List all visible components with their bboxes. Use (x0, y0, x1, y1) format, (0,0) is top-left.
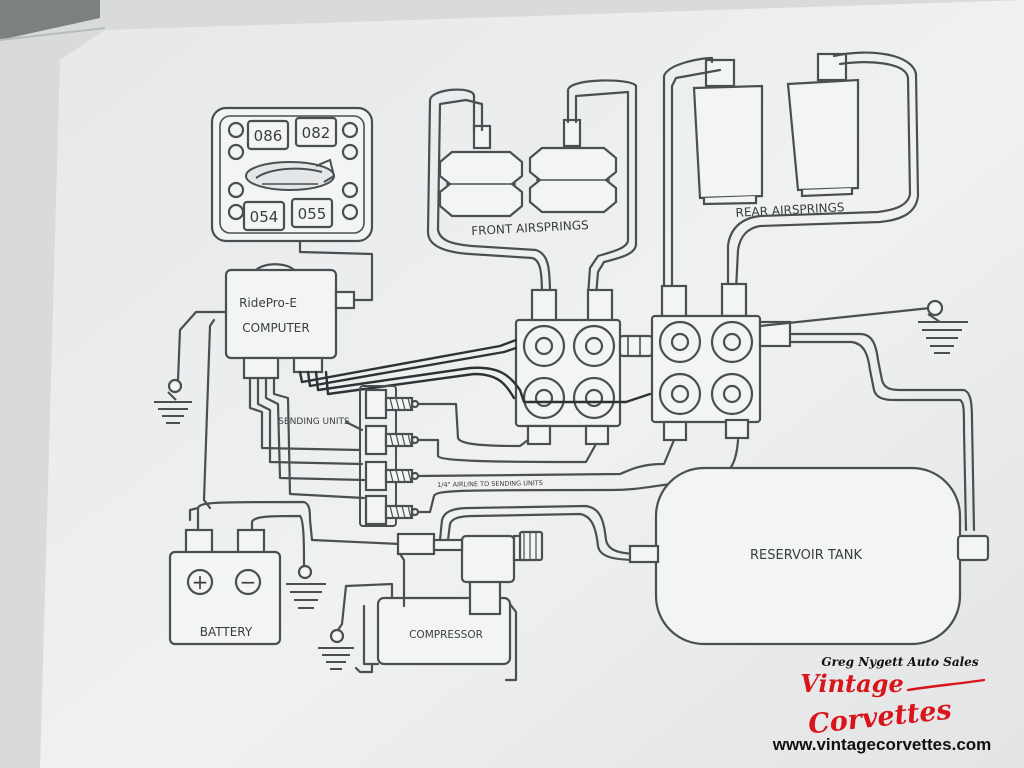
front-airspring-left (438, 124, 524, 218)
reservoir-tank: RESERVOIR TANK (628, 466, 990, 646)
compressor-label: COMPRESSOR (409, 629, 483, 641)
ground-symbol-battery (286, 583, 326, 609)
sending-units-label: SENDING UNITS (278, 417, 350, 427)
gauge-reading-rear-left: 054 (250, 208, 279, 226)
gauge-logo (245, 158, 336, 191)
rear-airspring-left (692, 58, 764, 206)
rear-airspring-right (786, 52, 860, 198)
gauge-reading-front-left: 086 (254, 127, 283, 145)
airline-note-label: 1/4" AIRLINE TO SENDING UNITS (437, 479, 543, 489)
watermark-brand-line1: Vintage (800, 669, 903, 698)
ground-symbol-compressor (318, 647, 354, 670)
manifold-coupler (618, 334, 654, 358)
compressor: COMPRESSOR (354, 530, 544, 682)
ground-symbol-manifold (918, 313, 968, 354)
gauge-reading-front-right: 082 (302, 124, 331, 142)
pressure-gauge-display: 086 082 054 055 (210, 106, 374, 243)
front-airspring-right (528, 118, 618, 214)
valve-manifold-rear (650, 282, 792, 442)
watermark-dealer-name: Greg Nygett Auto Sales (821, 655, 978, 669)
gauge-side-lights-right (341, 121, 359, 221)
ridepro-e-computer: RidePro-E COMPUTER (224, 263, 356, 380)
battery-plus-terminal: + (192, 570, 209, 594)
reservoir-tank-label: RESERVOIR TANK (750, 548, 862, 563)
computer-label-line1: RidePro-E (239, 296, 297, 310)
battery-label: BATTERY (200, 625, 253, 639)
gauge-side-lights-left (227, 121, 245, 221)
watermark-url: www.vintagecorvettes.com (772, 735, 992, 754)
computer-label-line2: COMPUTER (242, 321, 309, 335)
battery: + − BATTERY (168, 528, 282, 646)
sending-units (359, 385, 420, 527)
gauge-reading-rear-right: 055 (298, 205, 327, 223)
front-airsprings-label: FRONT AIRSPRINGS (471, 218, 589, 238)
ground-symbol-computer (154, 391, 192, 424)
paper-edge (0, 27, 106, 41)
battery-minus-terminal: − (240, 570, 257, 594)
